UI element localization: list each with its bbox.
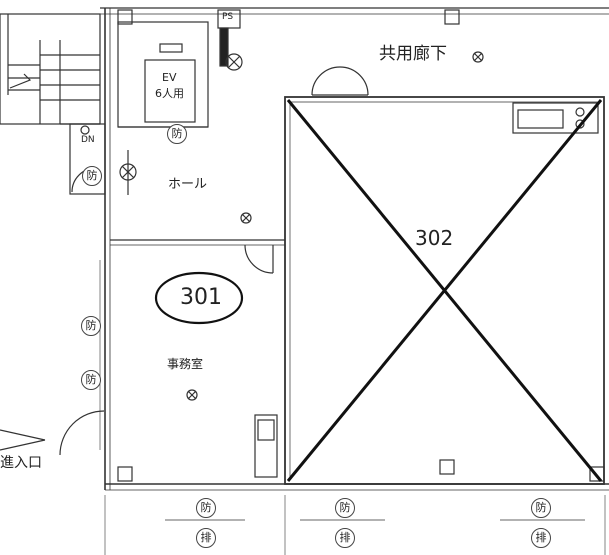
entrance-label: 進入口 bbox=[0, 455, 42, 471]
down-label: DN bbox=[81, 135, 95, 145]
fire-protection-symbol: 防 bbox=[82, 166, 102, 186]
hall-label: ホール bbox=[168, 177, 208, 192]
unit-302-label: 302 bbox=[415, 226, 454, 250]
fire-protection-symbol: 防 bbox=[167, 124, 187, 144]
fire-protection-symbol: 防 bbox=[196, 498, 216, 518]
corridor-label: 共用廊下 bbox=[379, 44, 447, 64]
unit-301-ellipse bbox=[154, 271, 244, 325]
stair-block bbox=[0, 13, 101, 125]
elevator-label: EV bbox=[162, 71, 177, 84]
fire-protection-symbol: 防 bbox=[81, 370, 101, 390]
fire-protection-symbol: 防 bbox=[531, 498, 551, 518]
office-label: 事務室 bbox=[167, 357, 204, 371]
exhaust-symbol: 排 bbox=[196, 528, 216, 548]
exhaust-symbol: 排 bbox=[531, 528, 551, 548]
kitchen-counter bbox=[512, 102, 599, 134]
fire-protection-symbol: 防 bbox=[81, 316, 101, 336]
exhaust-symbol: 排 bbox=[335, 528, 355, 548]
unit-301-label: 301 bbox=[180, 285, 222, 310]
elevator-capacity-label: 6人用 bbox=[155, 87, 184, 100]
pipe-space-label: PS bbox=[222, 12, 234, 22]
fire-protection-symbol: 防 bbox=[335, 498, 355, 518]
cross-line-2 bbox=[286, 99, 603, 482]
